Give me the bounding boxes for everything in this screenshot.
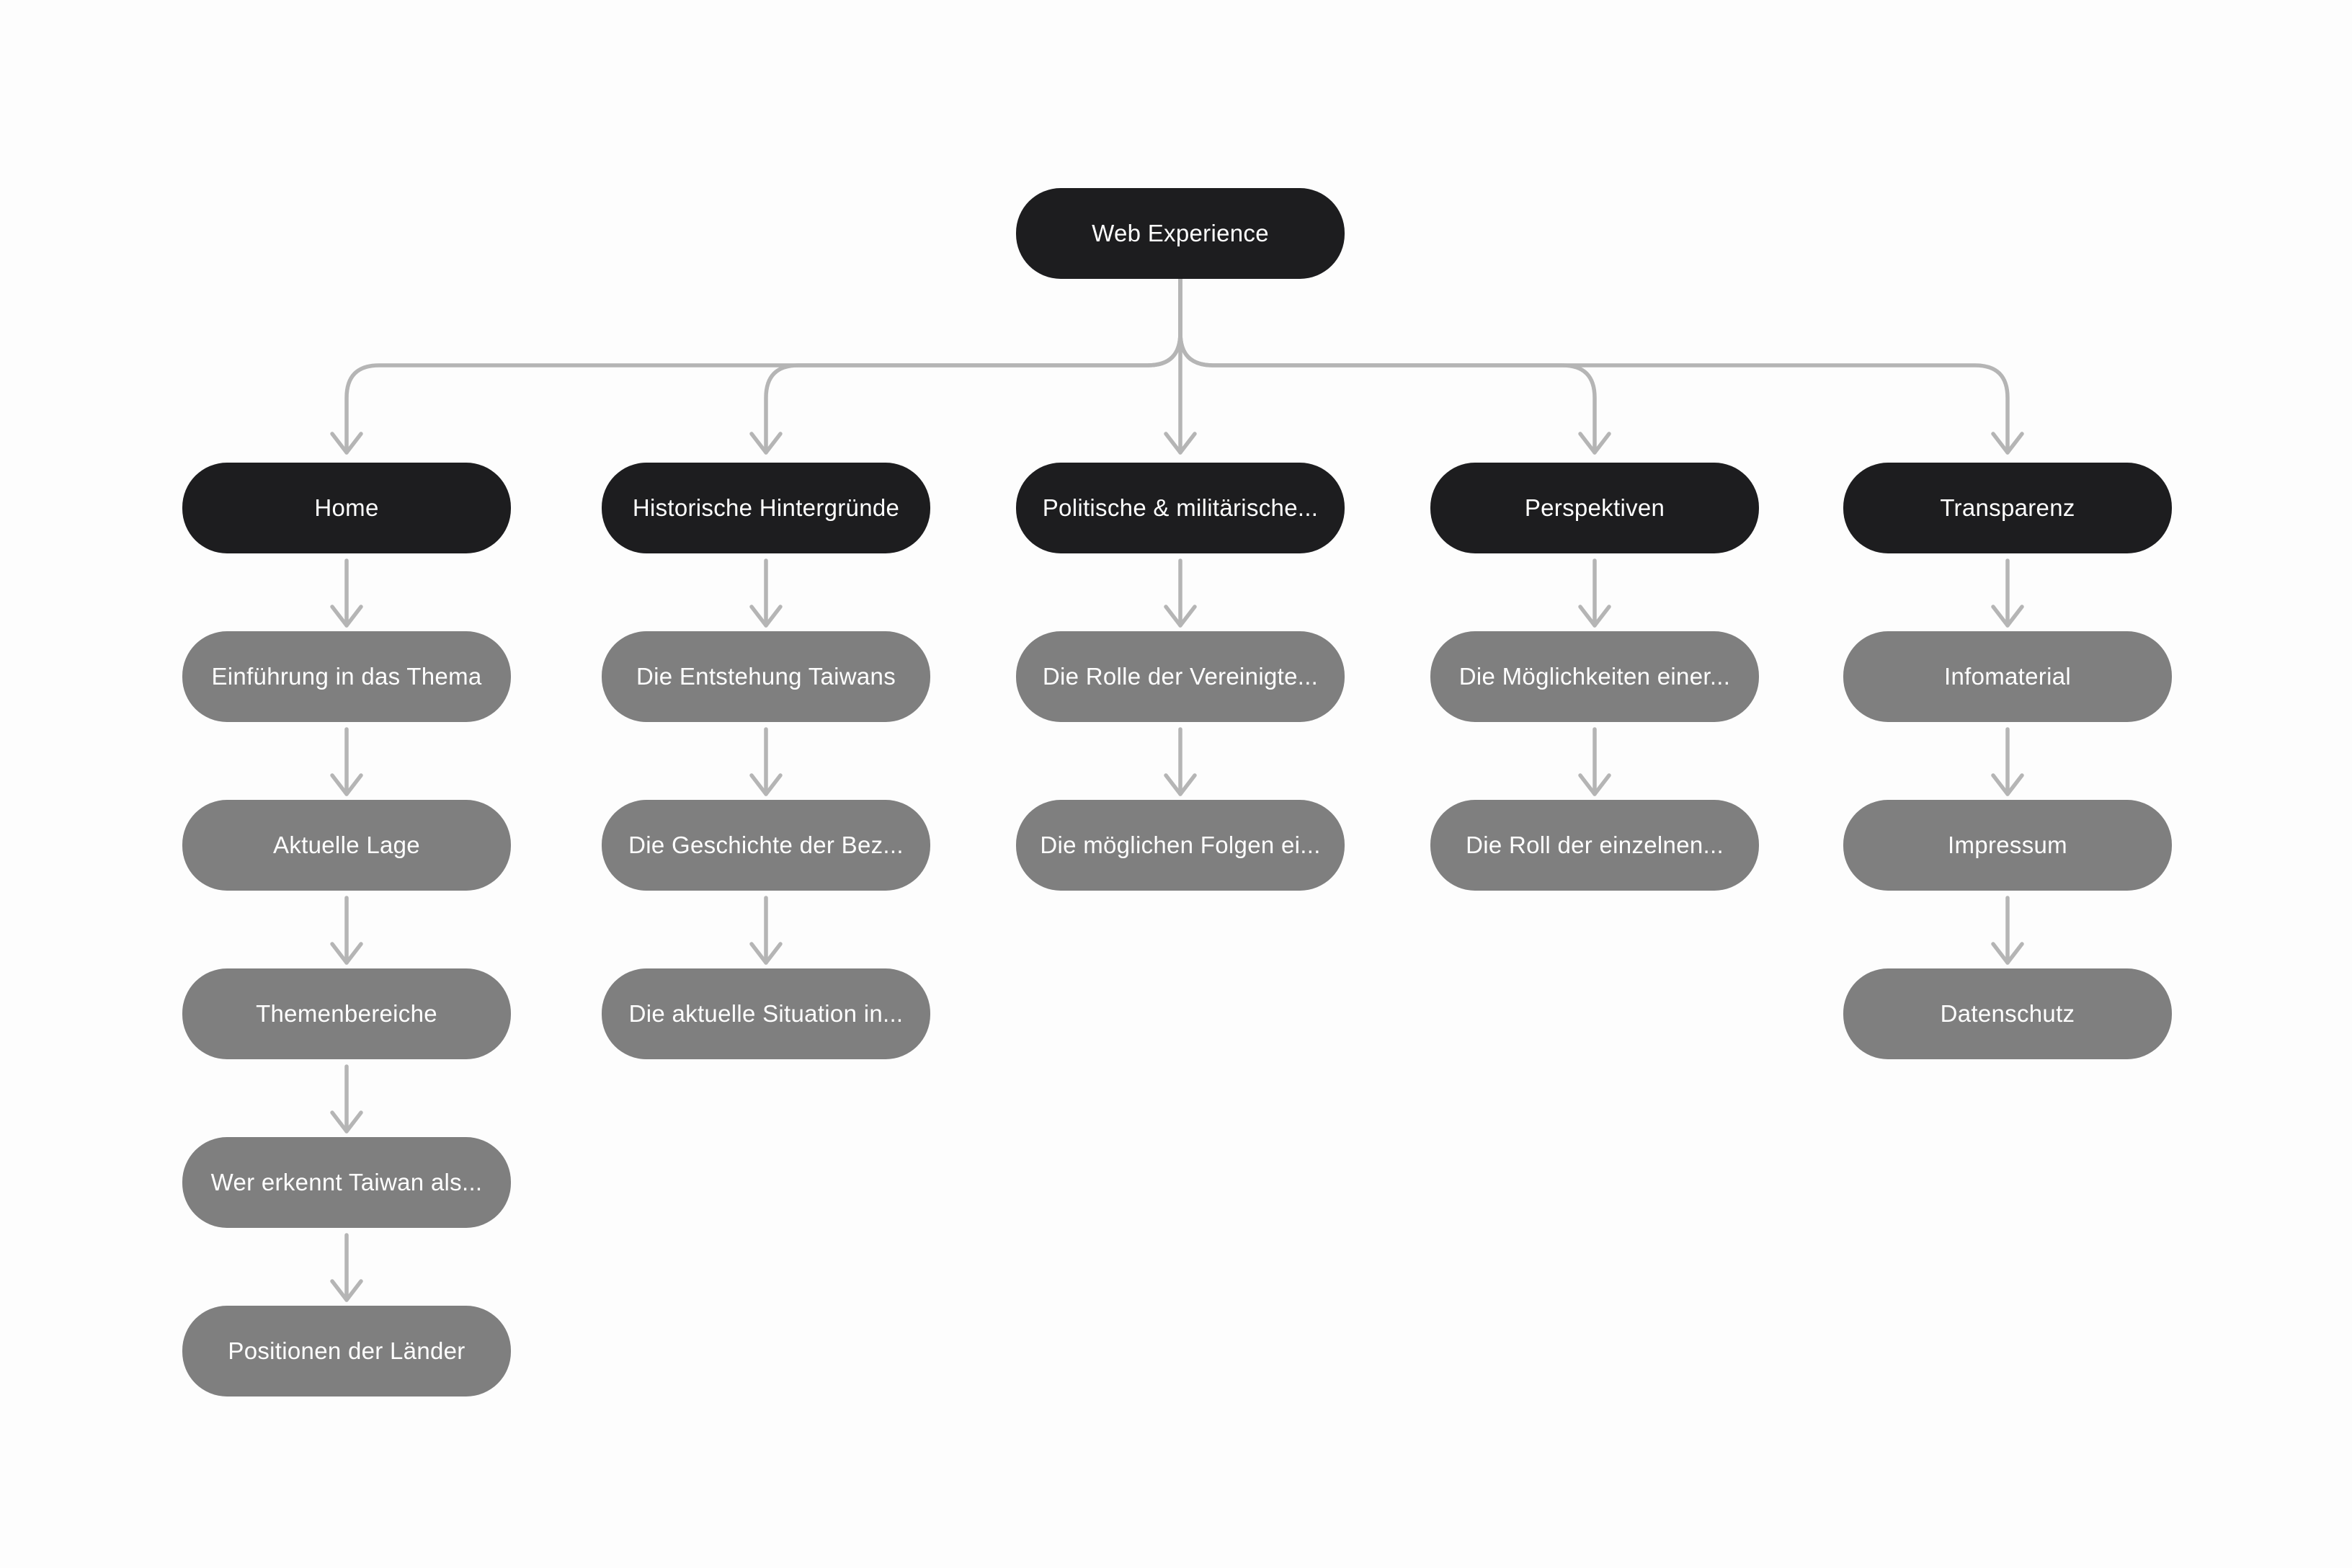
column-1-child-1-node[interactable]: Einführung in das Thema: [182, 631, 511, 722]
arrowhead-column-5-child-1: [1991, 605, 2024, 628]
arrowhead-column-4-child-2: [1578, 773, 1611, 796]
column-1-child-3-node[interactable]: Themenbereiche: [182, 968, 511, 1059]
column-3-child-1-node[interactable]: Die Rolle der Vereinigte...: [1016, 631, 1345, 722]
column-2-child-2-node-label: Die Geschichte der Bez...: [628, 832, 904, 858]
arrowhead-column-4: [1578, 432, 1611, 455]
column-3-child-1-node-label: Die Rolle der Vereinigte...: [1042, 663, 1319, 690]
column-1-child-2-node-label: Aktuelle Lage: [273, 832, 420, 858]
root-node[interactable]: Web Experience: [1016, 188, 1345, 279]
column-1-child-4-node-label: Wer erkennt Taiwan als...: [210, 1169, 483, 1195]
column-1-child-2-node[interactable]: Aktuelle Lage: [182, 800, 511, 891]
column-5-child-3-node[interactable]: Datenschutz: [1843, 968, 2172, 1059]
column-3-header-node-label: Politische & militärische...: [1042, 494, 1319, 521]
column-3-header-node[interactable]: Politische & militärische...: [1016, 463, 1345, 553]
column-5-child-1-node[interactable]: Infomaterial: [1843, 631, 2172, 722]
column-2-header-node[interactable]: Historische Hintergründe: [602, 463, 930, 553]
column-1-header-node-label: Home: [314, 494, 379, 521]
column-2-child-3-node[interactable]: Die aktuelle Situation in...: [602, 968, 930, 1059]
edge-root-to-column-5: [1178, 277, 2010, 455]
column-4-child-2-node-label: Die Roll der einzelnen...: [1466, 832, 1724, 858]
arrowhead-column-2: [749, 432, 783, 455]
arrowhead-column-3-child-1: [1164, 605, 1197, 628]
arrowhead-column-2-child-2: [749, 773, 783, 796]
arrowhead-column-4-child-1: [1578, 605, 1611, 628]
column-3-child-2-node-label: Die möglichen Folgen ei...: [1040, 832, 1321, 858]
arrowhead-column-1-child-2: [330, 773, 363, 796]
column-4-child-1-node[interactable]: Die Möglichkeiten einer...: [1430, 631, 1759, 722]
arrowhead-column-3-child-2: [1164, 773, 1197, 796]
column-5-header-node[interactable]: Transparenz: [1843, 463, 2172, 553]
column-1-child-5-node[interactable]: Positionen der Länder: [182, 1306, 511, 1396]
arrowhead-column-3: [1164, 432, 1197, 455]
column-1-child-5-node-label: Positionen der Länder: [228, 1337, 466, 1364]
column-1-header-node[interactable]: Home: [182, 463, 511, 553]
column-5-child-2-node-label: Impressum: [1948, 832, 2067, 858]
column-1-child-4-node[interactable]: Wer erkennt Taiwan als...: [182, 1137, 511, 1228]
arrowhead-column-1: [330, 432, 363, 455]
arrowhead-column-5: [1991, 432, 2024, 455]
arrowhead-column-5-child-2: [1991, 773, 2024, 796]
arrowhead-column-1-child-3: [330, 942, 363, 965]
root-node-label: Web Experience: [1092, 220, 1269, 246]
column-2-child-3-node-label: Die aktuelle Situation in...: [628, 1000, 904, 1027]
arrowhead-column-1-child-1: [330, 605, 363, 628]
column-4-child-2-node[interactable]: Die Roll der einzelnen...: [1430, 800, 1759, 891]
column-1-child-3-node-label: Themenbereiche: [256, 1000, 437, 1027]
column-2-child-2-node[interactable]: Die Geschichte der Bez...: [602, 800, 930, 891]
column-3-child-2-node[interactable]: Die möglichen Folgen ei...: [1016, 800, 1345, 891]
arrowhead-column-1-child-5: [330, 1279, 363, 1302]
arrowhead-column-2-child-3: [749, 942, 783, 965]
column-4-header-node-label: Perspektiven: [1524, 494, 1665, 521]
edge-root-to-column-2: [764, 277, 1182, 455]
column-1-child-1-node-label: Einführung in das Thema: [211, 663, 482, 690]
column-2-child-1-node[interactable]: Die Entstehung Taiwans: [602, 631, 930, 722]
column-5-child-2-node[interactable]: Impressum: [1843, 800, 2172, 891]
arrowhead-column-2-child-1: [749, 605, 783, 628]
arrowhead-column-5-child-3: [1991, 942, 2024, 965]
column-2-header-node-label: Historische Hintergründe: [632, 494, 900, 521]
column-4-child-1-node-label: Die Möglichkeiten einer...: [1458, 663, 1731, 690]
column-2-child-1-node-label: Die Entstehung Taiwans: [636, 663, 896, 690]
column-5-child-3-node-label: Datenschutz: [1940, 1000, 2075, 1027]
column-4-header-node[interactable]: Perspektiven: [1430, 463, 1759, 553]
column-5-header-node-label: Transparenz: [1940, 494, 2075, 521]
column-5-child-1-node-label: Infomaterial: [1943, 663, 2071, 690]
arrowhead-column-1-child-4: [330, 1110, 363, 1133]
